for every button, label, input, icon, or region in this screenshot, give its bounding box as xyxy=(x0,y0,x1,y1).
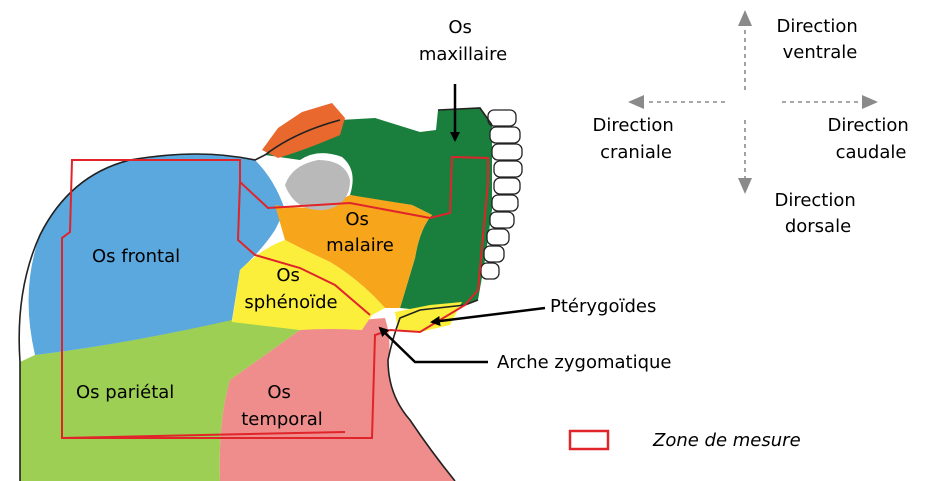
maxillary-label-line1: Os xyxy=(448,17,472,38)
caudal-label-line1: Direction xyxy=(827,115,908,136)
ventral-label-line2: ventrale xyxy=(783,42,858,63)
zygomatic-arch-callout-label: Arche zygomatique xyxy=(497,352,672,373)
temporal-label-line1: Os xyxy=(267,382,291,403)
svg-text:Direction ventrale: Direction ventrale xyxy=(776,16,863,63)
pterygoid-callout-label: Ptérygoïdes xyxy=(550,296,656,317)
arrow-up-icon xyxy=(738,10,752,26)
svg-text:Os maxillaire: Os maxillaire xyxy=(419,17,507,65)
cranial-label-line1: Direction xyxy=(592,115,673,136)
sphenoid-label-line1: Os xyxy=(276,265,300,286)
malar-label-line2: malaire xyxy=(326,235,394,256)
ventral-label-line1: Direction xyxy=(776,16,857,37)
malar-label-line1: Os xyxy=(345,209,369,230)
frontal-label: Os frontal xyxy=(92,246,180,267)
maxillary-label-line2: maxillaire xyxy=(419,44,507,65)
legend-zone-label: Zone de mesure xyxy=(652,430,801,451)
cranial-label-line2: craniale xyxy=(600,142,672,163)
caudal-label-line2: caudale xyxy=(836,142,907,163)
arrow-left-icon xyxy=(628,95,644,109)
svg-text:Direction dorsale: Direction dorsale xyxy=(774,190,861,237)
arrow-right-icon xyxy=(862,95,878,109)
dorsal-label-line1: Direction xyxy=(774,190,855,211)
parietal-label: Os pariétal xyxy=(76,382,174,403)
zygomatic-arch-pointer-arrow xyxy=(380,328,488,362)
temporal-label-line2: temporal xyxy=(241,409,323,430)
sphenoid-label-line2: sphénoïde xyxy=(244,292,337,313)
orientation-compass xyxy=(628,10,878,194)
dorsal-label-line2: dorsale xyxy=(785,216,851,237)
arrow-down-icon xyxy=(738,178,752,194)
legend-swatch xyxy=(570,431,608,449)
svg-text:Direction caudale: Direction caudale xyxy=(827,115,914,163)
svg-text:Direction craniale: Direction craniale xyxy=(592,115,679,163)
